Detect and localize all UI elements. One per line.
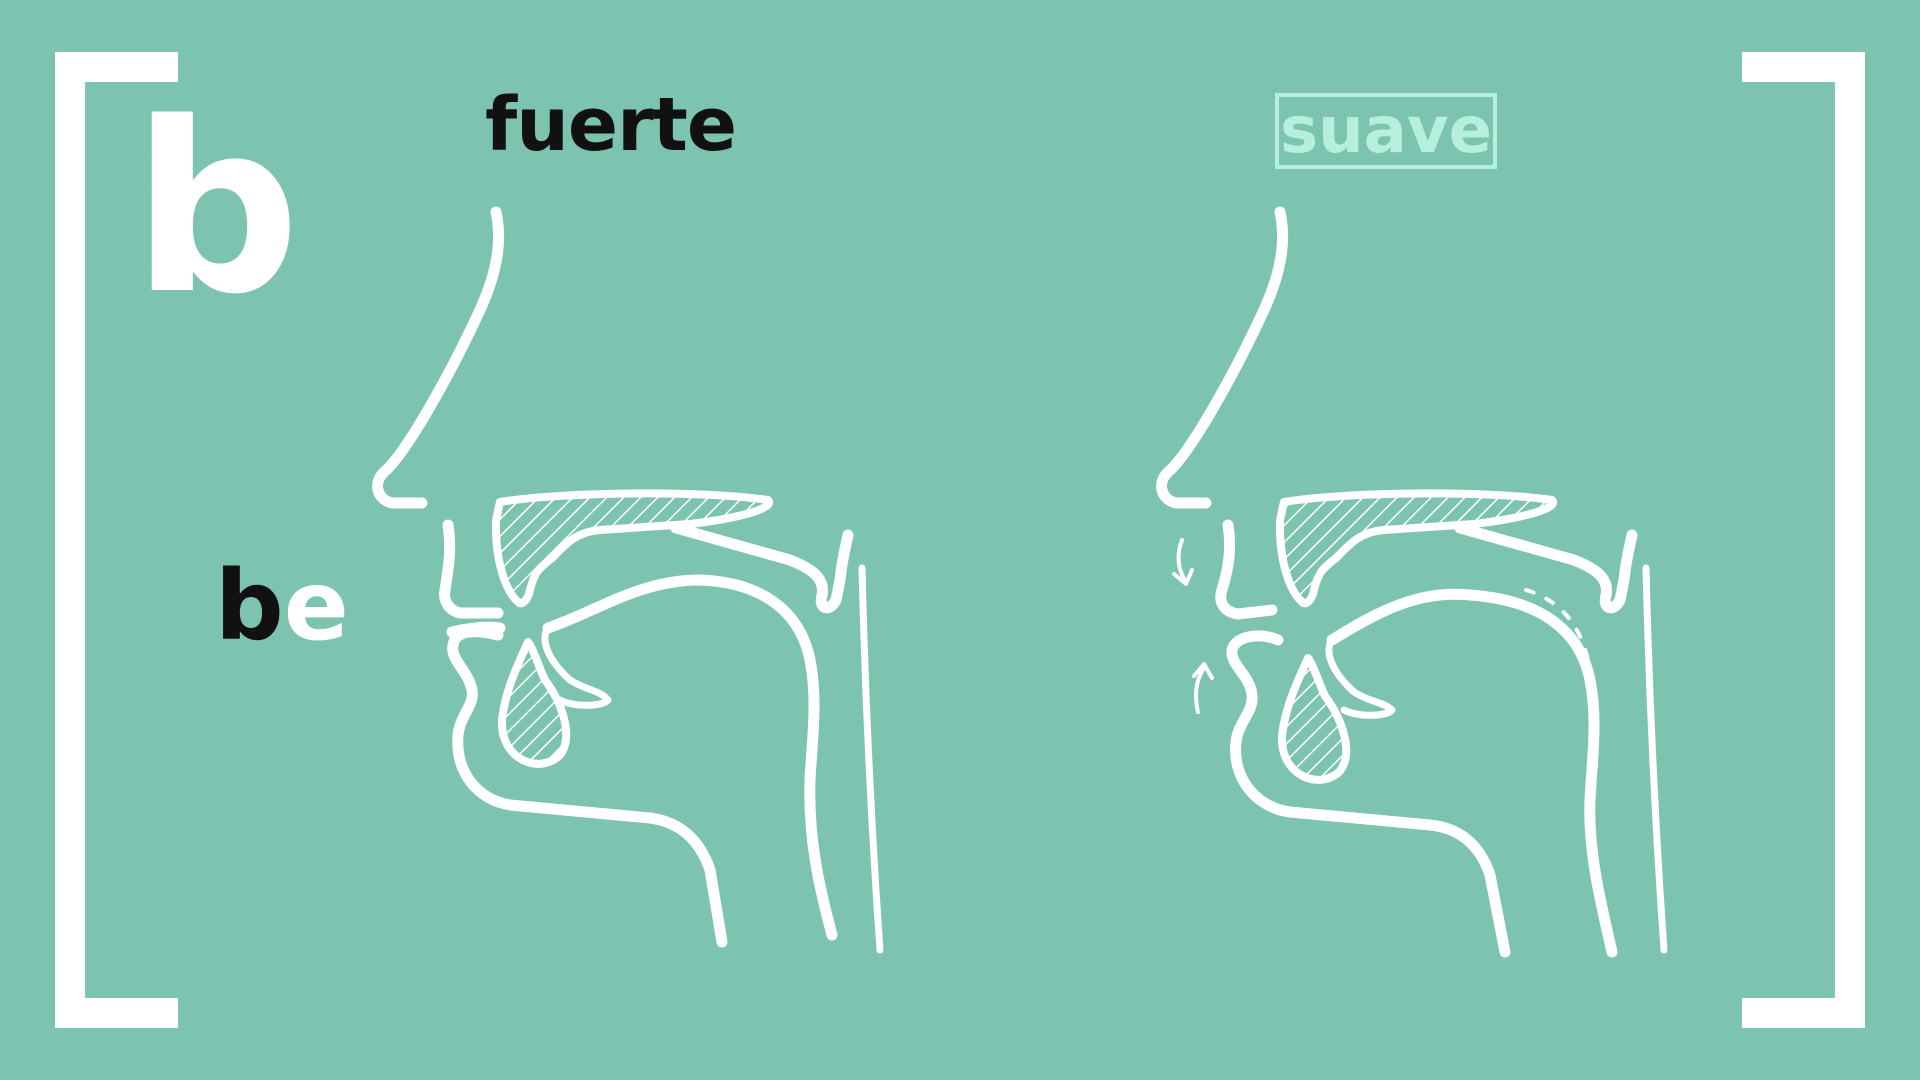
syllable-vowel: e: [283, 550, 349, 662]
lip-contact: [446, 621, 506, 638]
lower-teeth: [1277, 654, 1351, 784]
velum: [1454, 522, 1638, 614]
lower-teeth: [497, 638, 571, 768]
sagittal-diagram-soft: [1156, 206, 1668, 958]
phoneme-letter: b: [132, 73, 300, 346]
label-soft-text: suave: [1280, 94, 1492, 168]
syllable-consonant: b: [215, 550, 284, 662]
airflow-dashed-line: [1524, 588, 1599, 782]
arrow-up-icon: [1192, 662, 1214, 714]
pharynx-wall: [858, 564, 884, 954]
hard-palate: [1275, 489, 1558, 608]
tongue-tip: [1325, 636, 1396, 719]
arrow-down-icon: [1172, 538, 1194, 586]
lower-lip: [1226, 630, 1511, 958]
lower-lip: [447, 626, 728, 948]
left-bracket: [55, 52, 178, 1028]
tongue: [542, 574, 838, 941]
tongue-tip: [541, 624, 612, 709]
upper-lip: [439, 519, 504, 619]
hard-palate: [491, 489, 774, 608]
tongue: [1326, 588, 1618, 958]
right-bracket: [1742, 52, 1865, 1028]
label-strong: fuerte: [485, 82, 737, 168]
upper-lip: [1215, 519, 1278, 620]
velum: [670, 522, 854, 614]
example-syllable: be: [215, 558, 349, 654]
label-soft: suave: [1275, 93, 1497, 169]
nose-outline: [1156, 206, 1289, 509]
sagittal-diagram-strong: [372, 206, 884, 954]
nose-outline: [372, 206, 505, 509]
pharynx-wall: [1642, 564, 1668, 954]
